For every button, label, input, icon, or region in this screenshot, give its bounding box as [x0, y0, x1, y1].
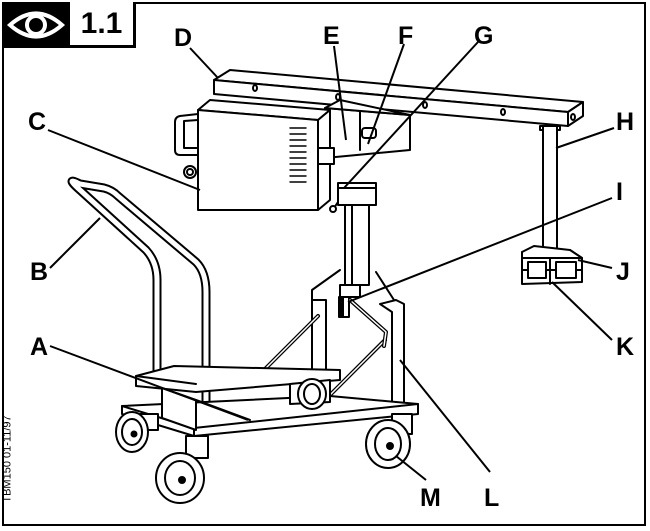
eye-icon-box: [2, 2, 70, 48]
label-j: J: [616, 258, 630, 286]
figure-badge: 1.1: [2, 2, 136, 48]
caster-front-right: [365, 413, 413, 469]
leader-line-a: [49, 345, 249, 421]
label-k: K: [616, 333, 634, 361]
caster-back-right: [297, 378, 327, 410]
label-a: A: [30, 333, 48, 361]
caster-back-left: [115, 411, 159, 453]
document-code-block: TBM150 01-11/97: [0, 400, 16, 518]
label-m: M: [420, 484, 441, 512]
leader-line-l: [399, 359, 491, 473]
leader-line-j: [577, 259, 613, 269]
leader-line-i: [347, 197, 613, 303]
label-l: L: [484, 484, 499, 512]
machine-drawing: [67, 69, 584, 504]
pedal-assembly: [521, 125, 583, 285]
label-i: I: [616, 178, 623, 206]
part-labels: D E F G C H I B J A K M L: [28, 22, 634, 512]
leader-line-b: [49, 217, 101, 269]
leader-lines: [47, 41, 615, 481]
label-f: F: [398, 22, 413, 50]
motor-box: [174, 99, 335, 211]
leader-line-g: [343, 41, 479, 189]
label-d: D: [174, 24, 192, 52]
lift-frame: [260, 269, 405, 411]
leader-line-e: [333, 45, 347, 141]
leader-line-m: [395, 455, 427, 481]
leader-line-k: [551, 281, 613, 341]
figure-number-box: 1.1: [70, 2, 136, 48]
document-code: TBM150 01-11/97: [2, 415, 14, 503]
leader-line-d: [189, 47, 219, 79]
arm-beam: [213, 69, 584, 127]
vertical-column: [337, 182, 377, 318]
figure-frame: [2, 2, 646, 526]
label-e: E: [323, 22, 340, 50]
leader-line-h: [555, 127, 615, 149]
label-c: C: [28, 108, 46, 136]
caster-front-left: [155, 435, 209, 504]
chassis-base: [121, 365, 419, 437]
figure-number: 1.1: [80, 6, 123, 40]
label-b: B: [30, 258, 48, 286]
leader-line-f: [367, 43, 405, 145]
push-handle: [67, 176, 211, 415]
label-h: H: [616, 108, 634, 136]
leader-line-c: [47, 129, 201, 191]
eye-icon: [6, 11, 66, 39]
label-g: G: [474, 22, 493, 50]
